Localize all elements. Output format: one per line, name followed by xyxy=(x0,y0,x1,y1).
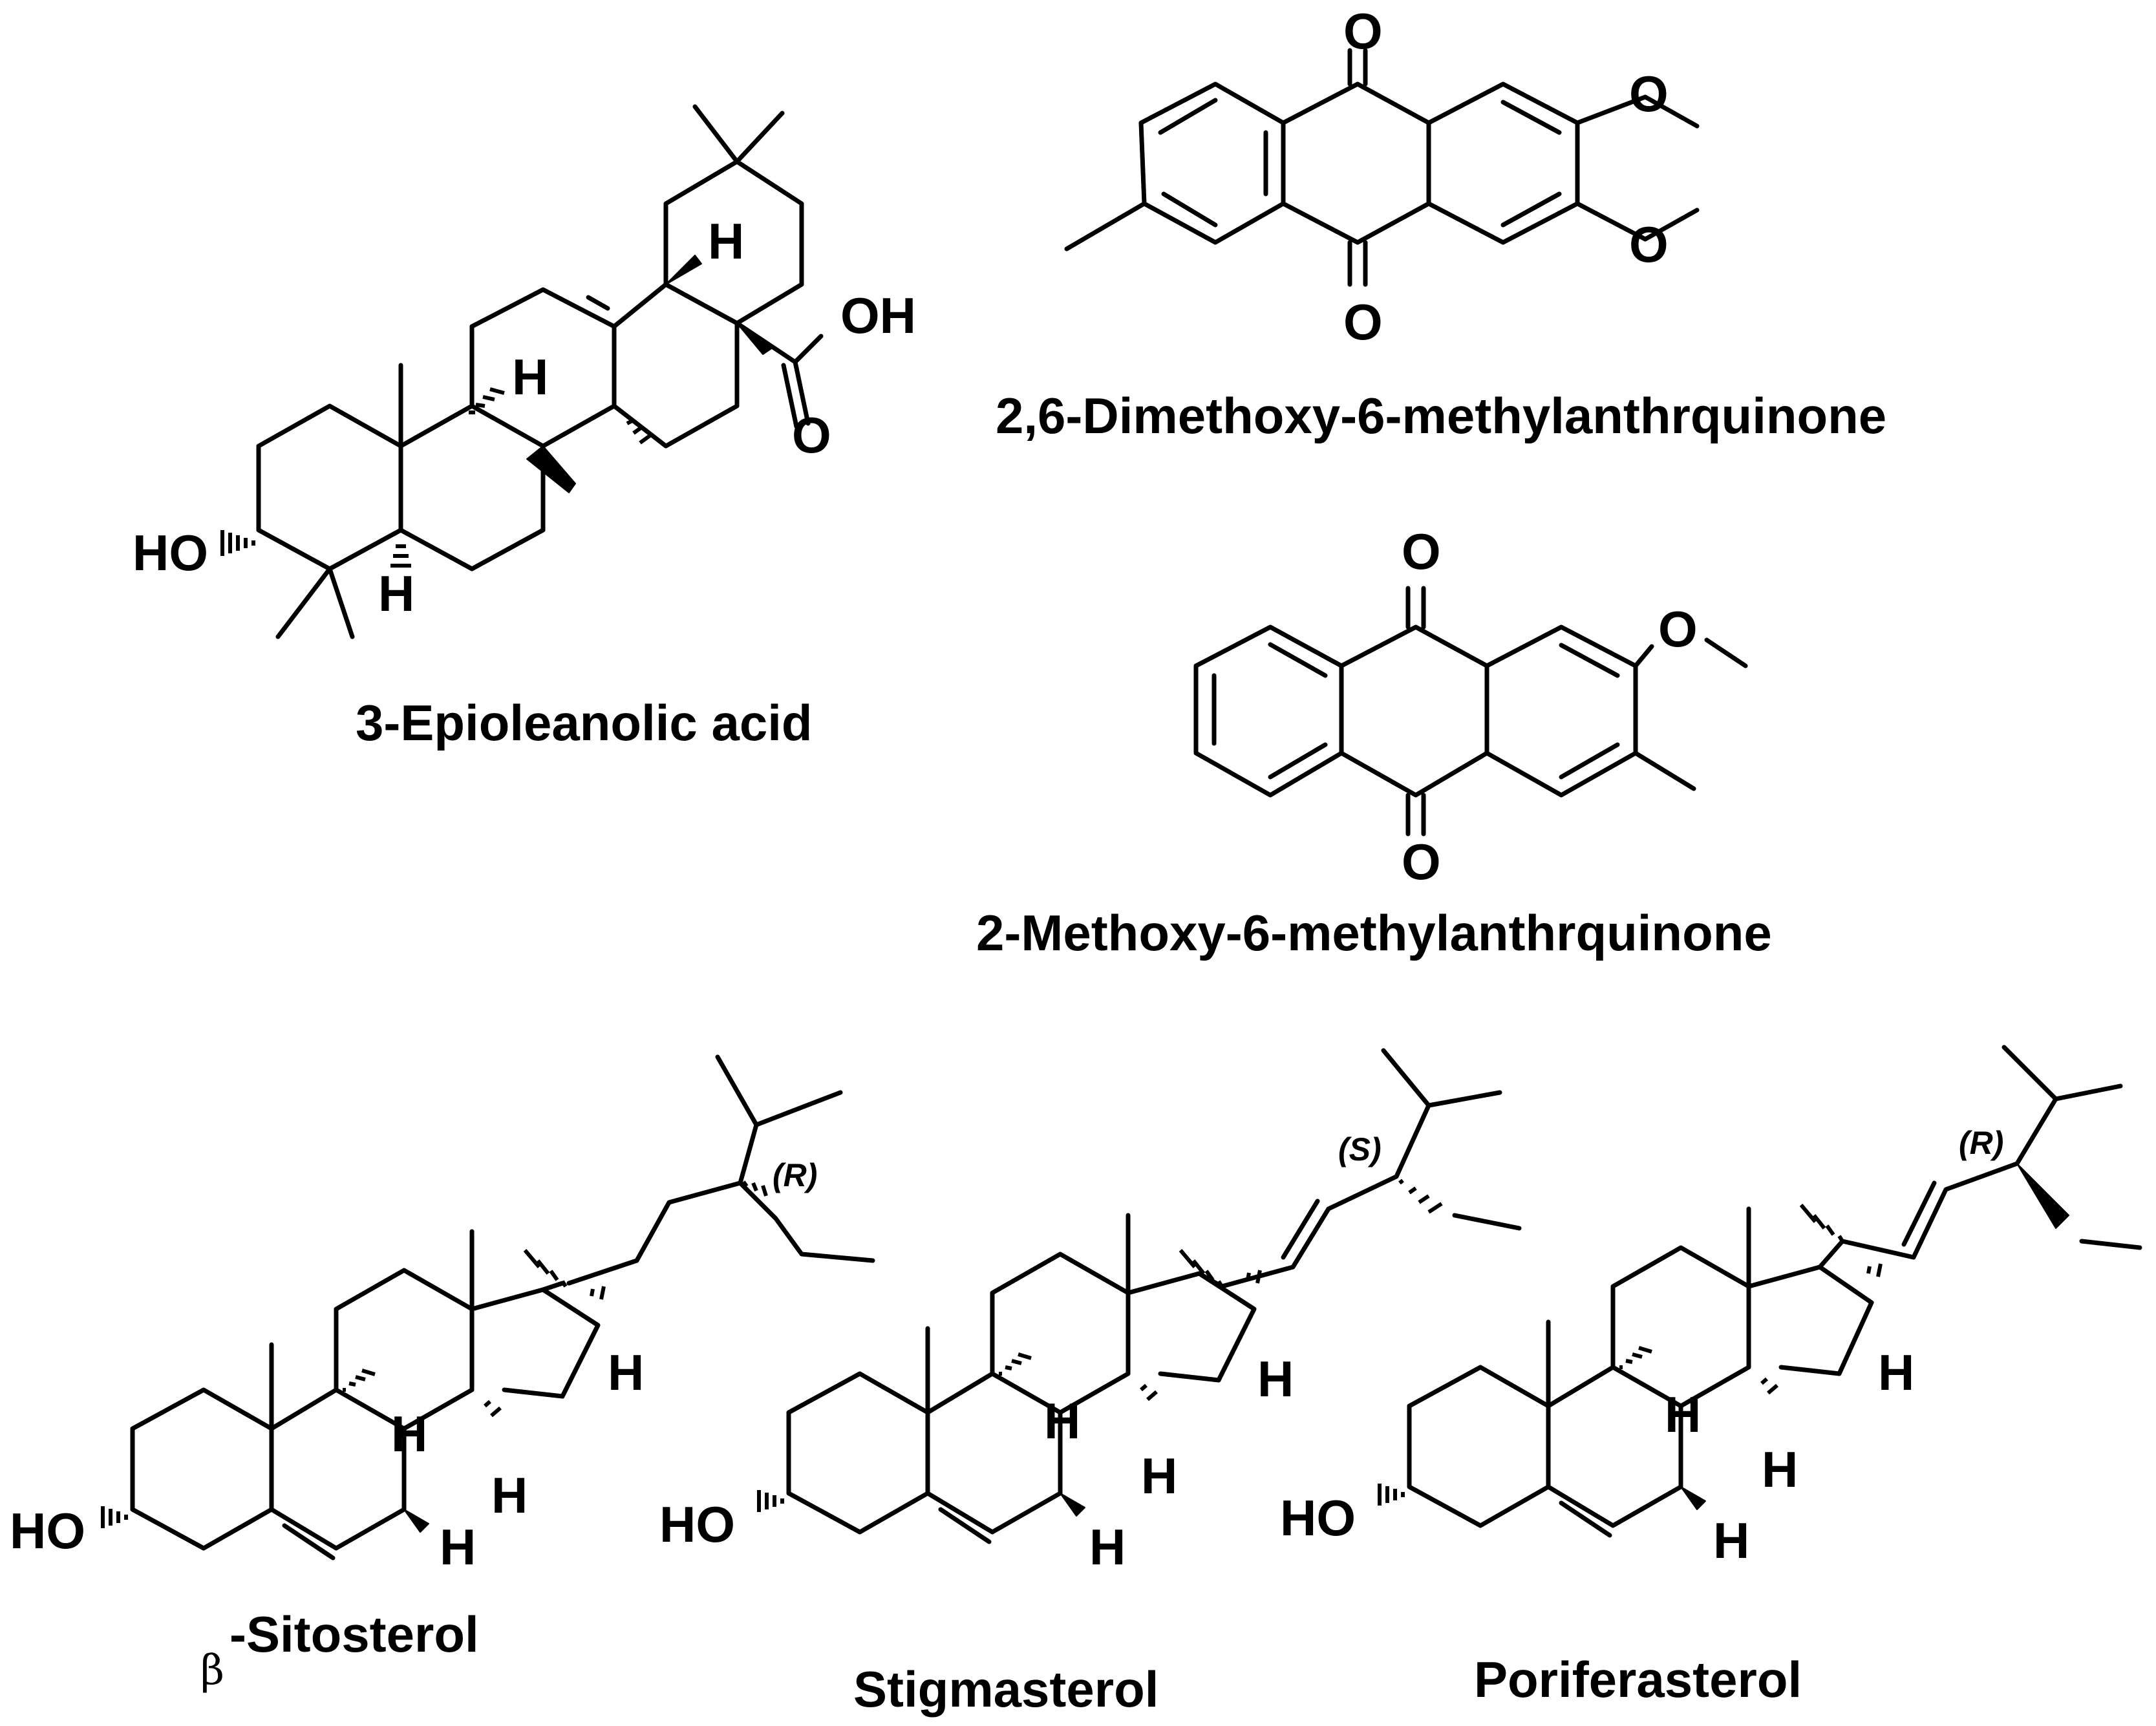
compound-name-epioleanolic: 3-Epioleanolic acid xyxy=(356,694,813,751)
o-label: O xyxy=(1658,601,1698,657)
structure-beta-sitosterol: HO H H H H (R) β -Sitosterol xyxy=(10,1054,875,1694)
structure-poriferasterol: HO H H H H (R) Poriferasterol xyxy=(1280,1045,2142,1708)
h-label: H xyxy=(608,1344,644,1401)
compound-name-poriferasterol: Poriferasterol xyxy=(1474,1651,1802,1708)
h-label: H xyxy=(1257,1350,1294,1407)
h-label: H xyxy=(1878,1344,1914,1401)
structure-3-epioleanolic-acid: OH O HO H H H 3-Epioleanolic acid xyxy=(133,104,916,751)
h-label: H xyxy=(1141,1447,1177,1504)
h-label: H xyxy=(708,213,744,270)
h-label: H xyxy=(378,565,414,622)
structure-dimethoxy-anthraquinone: O O O O 2,6-Dimethoxy-6-methylanthrquino… xyxy=(996,3,1886,444)
compound-name-sitosterol: -Sitosterol xyxy=(229,1606,479,1663)
h-label: H xyxy=(512,348,548,405)
h-label: H xyxy=(391,1405,427,1462)
o-label: O xyxy=(1402,523,1441,580)
wedge-bond xyxy=(526,445,576,493)
ho-label: HO xyxy=(10,1502,85,1559)
ho-label: HO xyxy=(1280,1489,1356,1546)
h-label: H xyxy=(1713,1512,1749,1569)
beta-symbol: β xyxy=(200,1646,224,1694)
ho-label: HO xyxy=(659,1496,735,1553)
ho-label: HO xyxy=(133,524,208,581)
stereo-label: (R) xyxy=(1959,1125,2003,1161)
h-label: H xyxy=(1762,1441,1798,1498)
o-label: O xyxy=(1343,3,1383,59)
hash-bond xyxy=(220,530,255,556)
h-label: H xyxy=(1089,1518,1126,1575)
o-label: O xyxy=(1629,65,1669,122)
h-label: H xyxy=(1665,1386,1701,1443)
h-label: H xyxy=(491,1467,528,1524)
stereo-label: (R) xyxy=(773,1157,817,1193)
o-label: O xyxy=(1343,293,1383,350)
h-label: H xyxy=(1044,1392,1080,1449)
o-label: O xyxy=(792,407,831,463)
compound-name-dimethoxy: 2,6-Dimethoxy-6-methylanthrquinone xyxy=(996,387,1886,444)
o-label: O xyxy=(1629,216,1669,273)
structure-stigmasterol: HO H H H H (S) Stigmasterol xyxy=(659,1048,1522,1718)
structure-methoxy-anthraquinone: O O O 2-Methoxy-6-methylanthrquinone xyxy=(976,523,1772,961)
compound-name-methoxy: 2-Methoxy-6-methylanthrquinone xyxy=(976,904,1772,961)
stereo-label: (S) xyxy=(1338,1131,1382,1167)
h-label: H xyxy=(440,1518,476,1575)
o-label: O xyxy=(1402,833,1441,890)
compound-name-stigmasterol: Stigmasterol xyxy=(853,1661,1158,1718)
oh-label: OH xyxy=(840,287,916,344)
